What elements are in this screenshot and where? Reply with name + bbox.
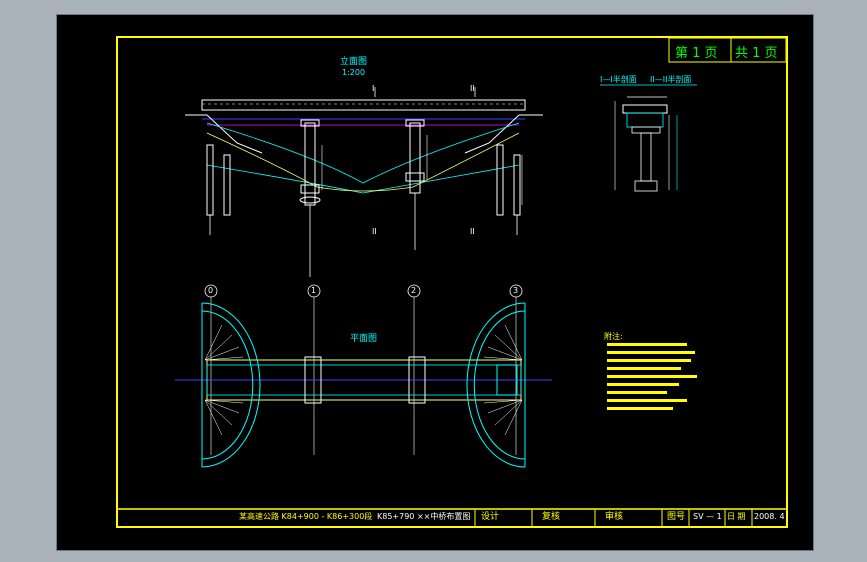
notes-label: 附注: <box>604 332 623 341</box>
drawing-frame <box>116 36 788 528</box>
axis-label-1: 1 <box>311 286 317 295</box>
page-box-frame <box>668 37 787 63</box>
elevation-scale: 1:200 <box>342 68 366 77</box>
title-review-label: 复核 <box>542 512 561 522</box>
plan-view <box>175 284 552 468</box>
section-mark-low-right: II <box>470 227 475 236</box>
title-date: 2008. 4 <box>754 512 785 521</box>
page-label: 第 1 页 <box>675 46 718 61</box>
page-box: 第 1 页 共 1 页 <box>669 38 786 62</box>
title-date-label: 日 期 <box>727 512 746 521</box>
title-drawing-name: K85+790 ××中桥布置图 <box>377 512 471 521</box>
section-title-left: I—I半剖面 <box>600 75 637 84</box>
axis-label-0: 0 <box>208 286 214 295</box>
elevation-view <box>185 87 543 277</box>
cad-drawing <box>116 36 788 528</box>
section-title-right: II—II半剖面 <box>650 75 692 84</box>
deck-beam <box>201 99 526 111</box>
elevation-title: 立面图 <box>340 57 368 67</box>
axis-label-3: 3 <box>513 286 519 295</box>
section-view <box>600 84 697 192</box>
title-drawing-no-label: 图号 <box>667 512 686 522</box>
section-mark-left: I <box>372 84 375 93</box>
section-mark-low-left: II <box>372 227 377 236</box>
title-approve-label: 审核 <box>605 512 624 522</box>
drawing-sheet: 第 1 页 共 1 页 立面图 1:200 I II II II I—I半剖面 … <box>56 14 814 551</box>
axis-label-2: 2 <box>411 286 417 295</box>
title-drawing-no: SV — 1 <box>693 512 722 521</box>
plan-title: 平面图 <box>350 334 378 344</box>
title-block-dividers <box>474 509 753 527</box>
notes-block <box>607 343 697 410</box>
title-project: 某高速公路 K84+900 - K86+300段 <box>239 512 373 521</box>
total-pages-label: 共 1 页 <box>735 46 778 61</box>
title-design-label: 设计 <box>481 512 500 522</box>
section-mark-right: II <box>470 84 475 93</box>
